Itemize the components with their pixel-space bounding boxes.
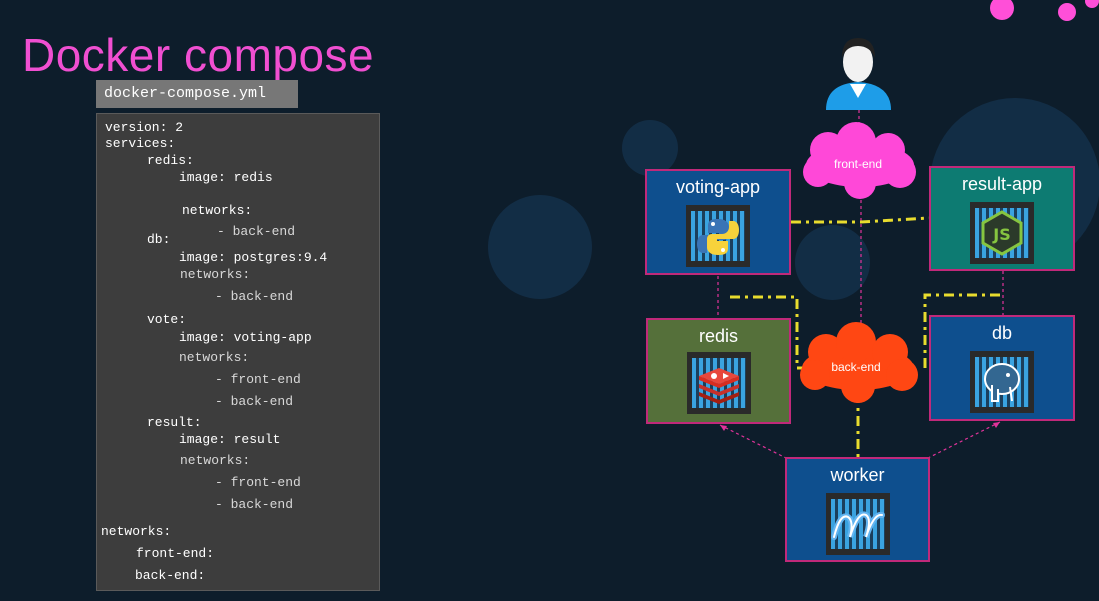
service-name: worker: [830, 465, 885, 485]
code-line: db:: [147, 232, 171, 247]
container-icon: [825, 493, 890, 555]
back-end-label: back-end: [831, 360, 881, 374]
svg-text:JS: JS: [992, 225, 1010, 244]
back-end-cloud: [800, 322, 918, 403]
worker-db-link: [927, 421, 1001, 459]
code-line: networks:: [180, 453, 251, 468]
code-line: image: redis: [179, 170, 273, 185]
code-panel: version: 2 services: redis: image: redis…: [96, 113, 380, 591]
service-name: result-app: [961, 174, 1043, 194]
code-line: image: postgres:9.4: [179, 250, 328, 265]
code-line: services:: [105, 136, 176, 151]
background-circle: [488, 195, 592, 299]
arrow-head: [993, 422, 1000, 428]
postgres-icon: [984, 363, 1020, 402]
user-icon: [826, 38, 891, 110]
decorative-dot: [1085, 0, 1099, 8]
decorative-dot: [990, 0, 1014, 20]
code-line: result:: [147, 415, 202, 430]
code-line: - back-end: [217, 224, 296, 239]
result-app-box: result-app JS: [929, 166, 1075, 271]
front-end-label: front-end: [833, 157, 883, 171]
code-line: image: result: [179, 432, 281, 447]
container-icon: [686, 352, 751, 414]
code-line: - back-end: [215, 289, 294, 304]
code-line: back-end:: [135, 568, 206, 583]
code-line: - front-end: [215, 475, 301, 490]
service-name: voting-app: [675, 177, 761, 197]
slide-title: Docker compose: [22, 29, 375, 81]
code-line: vote:: [147, 312, 187, 327]
service-name: redis: [698, 326, 738, 346]
nodejs-icon: JS: [981, 210, 1023, 256]
voting-app-box: voting-app: [645, 169, 791, 275]
code-line: version: 2: [105, 120, 184, 135]
code-line: - back-end: [215, 497, 294, 512]
code-line: front-end:: [136, 546, 215, 561]
redis-icon: [698, 368, 739, 404]
background-circle: [622, 120, 678, 176]
code-line: networks:: [180, 267, 251, 282]
code-line: redis:: [147, 153, 194, 168]
redis-box: redis: [646, 318, 791, 424]
background-circle: [795, 225, 870, 300]
code-line: - front-end: [215, 372, 301, 387]
db-box: db: [929, 315, 1075, 421]
code-line: - back-end: [215, 394, 294, 409]
arrow-head: [720, 425, 727, 431]
container-icon: [970, 351, 1034, 413]
service-name: db: [991, 323, 1013, 343]
filename-tab: docker-compose.yml: [96, 80, 298, 108]
python-icon: [697, 219, 739, 255]
front-end-cloud: [803, 122, 916, 199]
code-line: networks:: [182, 203, 253, 218]
worker-box: worker: [785, 457, 930, 562]
decorative-dot: [1058, 3, 1076, 21]
worker-redis-link: [719, 424, 787, 459]
container-icon: JS: [970, 202, 1034, 264]
code-line: networks:: [101, 524, 172, 539]
code-line: image: voting-app: [179, 330, 312, 345]
container-icon: [686, 205, 750, 267]
dotnet-icon: [830, 511, 885, 540]
code-line: networks:: [179, 350, 250, 365]
